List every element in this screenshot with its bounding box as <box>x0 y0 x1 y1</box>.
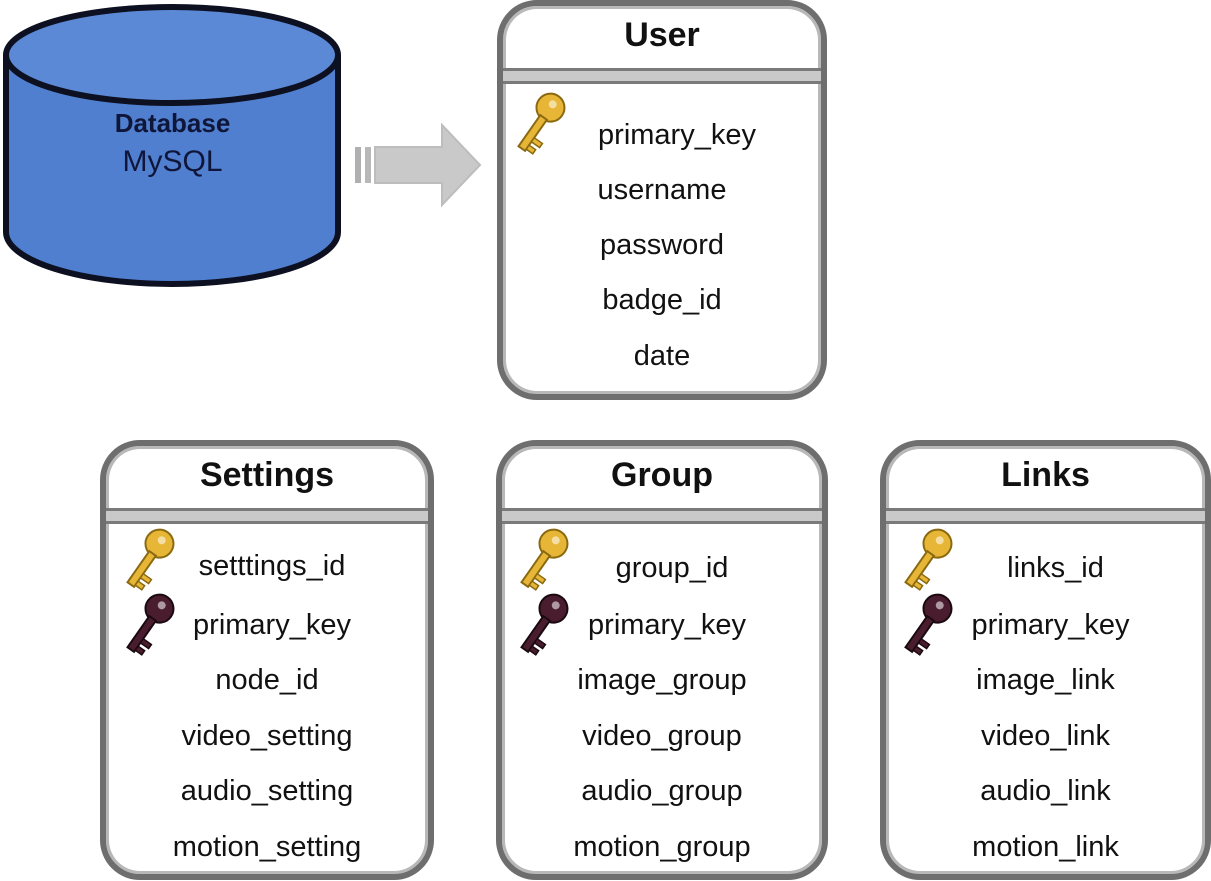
database-title: Database <box>114 108 231 138</box>
table-title-settings: Settings <box>199 456 335 494</box>
database-cylinder-shape <box>3 4 341 287</box>
field-audio-setting: audio_setting <box>180 775 354 807</box>
title-divider <box>106 508 428 524</box>
links-table: Links links_id primary_key image_link vi… <box>880 440 1211 880</box>
arrow-right-icon <box>355 122 482 208</box>
field-primary-key: primary_key <box>971 609 1130 641</box>
field-primary-key: primary_key <box>193 609 351 641</box>
title-divider <box>886 508 1205 524</box>
table-title-user: User <box>624 16 700 54</box>
field-date: date <box>633 340 691 372</box>
field-video-group: video_group <box>582 720 742 752</box>
title-divider <box>502 508 822 524</box>
field-primary-key: primary_key <box>598 119 756 151</box>
group-table: Group group_id primary_key image_group v… <box>496 440 828 880</box>
field-image-link: image_link <box>976 664 1115 696</box>
field-audio-group: audio_group <box>581 775 743 807</box>
field-username: username <box>597 174 727 206</box>
field-badge-id: badge_id <box>602 284 722 316</box>
field-video-link: video_link <box>981 720 1110 752</box>
field-primary-key: primary_key <box>588 609 746 641</box>
field-image-group: image_group <box>577 664 747 696</box>
gold-key-icon <box>898 524 954 596</box>
database-cylinder: Database MySQL <box>0 0 345 290</box>
field-audio-link: audio_link <box>980 775 1111 807</box>
foreign-key-icon <box>898 589 954 661</box>
foreign-key-icon <box>120 589 176 661</box>
field-node-id: node_id <box>215 664 319 696</box>
table-title-links: Links <box>1001 456 1090 494</box>
table-title-group: Group <box>611 456 713 494</box>
field-video-setting: video_setting <box>181 720 353 752</box>
field-password: password <box>599 229 725 261</box>
user-table: User primary_key username password badge… <box>497 0 827 400</box>
title-divider <box>503 68 821 84</box>
field-links-id: links_id <box>1007 552 1104 584</box>
database-subtitle: MySQL <box>122 145 223 178</box>
field-motion-group: motion_group <box>573 831 751 863</box>
settings-table: Settings setttings_id primary_key node_i… <box>100 440 434 880</box>
gold-key-icon <box>514 524 570 596</box>
field-settings-id: setttings_id <box>198 550 346 582</box>
field-motion-link: motion_link <box>972 831 1119 863</box>
gold-key-icon <box>120 524 176 596</box>
gold-key-icon <box>511 88 567 160</box>
field-motion-setting: motion_setting <box>172 831 362 863</box>
field-group-id: group_id <box>615 552 729 584</box>
foreign-key-icon <box>514 589 570 661</box>
